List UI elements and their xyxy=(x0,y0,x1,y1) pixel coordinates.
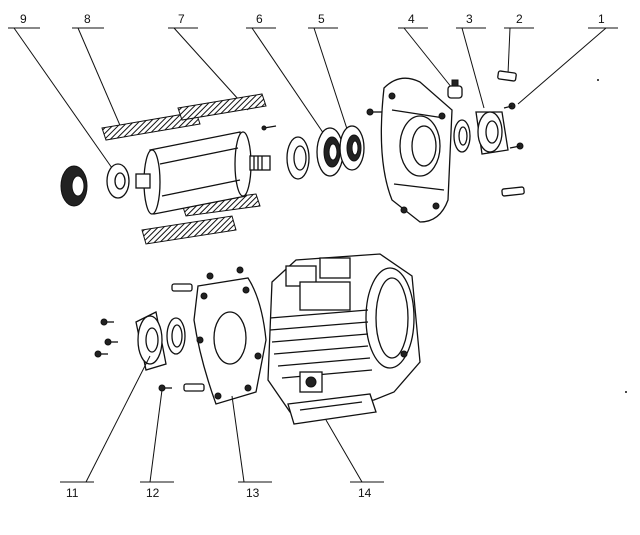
screw-bottom-left-b xyxy=(104,338,118,346)
bearing-cap-3 xyxy=(475,111,509,155)
stud-bottom-top xyxy=(171,283,193,292)
callout-label-9: 9 xyxy=(20,12,27,26)
callout-label-5: 5 xyxy=(318,12,325,26)
callout-8: 8 xyxy=(72,12,123,131)
stud-2 xyxy=(497,70,517,82)
brush-strip-top-right xyxy=(177,93,267,121)
callout-6: 6 xyxy=(246,12,329,141)
callout-4: 4 xyxy=(398,12,453,89)
rotor-cylinder xyxy=(135,131,271,215)
bolt-12 xyxy=(158,384,172,392)
brush-strip-bottom xyxy=(141,215,237,245)
screw-right-a xyxy=(509,142,524,150)
callout-label-1: 1 xyxy=(598,12,605,26)
stator-housing-14 xyxy=(267,253,421,425)
callout-label-12: 12 xyxy=(146,486,160,500)
seal-6 xyxy=(286,136,310,180)
screw-bottom-left-a xyxy=(100,318,114,326)
callout-label-13: 13 xyxy=(246,486,260,500)
callout-label-4: 4 xyxy=(408,12,415,26)
screw-1 xyxy=(503,102,516,110)
callout-9: 9 xyxy=(8,12,113,169)
screw-top-13b xyxy=(236,266,244,274)
screw-small-top xyxy=(261,125,277,131)
brush-strip-top xyxy=(101,111,201,141)
callout-11: 11 xyxy=(60,355,151,500)
callout-label-6: 6 xyxy=(256,12,263,26)
callout-1: 1 xyxy=(517,12,618,105)
bolt-near-5 xyxy=(366,108,382,116)
bearing-6 xyxy=(316,127,344,177)
callout-7: 7 xyxy=(168,12,249,111)
callout-label-11: 11 xyxy=(66,486,79,500)
bearing-left xyxy=(60,165,88,207)
callout-2: 2 xyxy=(504,12,534,75)
ring-seal xyxy=(453,119,471,153)
callout-13: 13 xyxy=(231,395,272,500)
screw-top-13a xyxy=(206,272,214,280)
stud-right-b xyxy=(501,186,525,197)
callout-12: 12 xyxy=(140,389,174,500)
seal-ring-11 xyxy=(166,317,186,355)
plug-4 xyxy=(447,79,463,99)
washer-9 xyxy=(106,163,130,199)
bearing-5 xyxy=(339,125,365,171)
callout-label-8: 8 xyxy=(84,12,91,26)
callout-label-7: 7 xyxy=(178,12,185,26)
callout-label-2: 2 xyxy=(516,12,523,26)
callout-5: 5 xyxy=(308,12,349,133)
callout-14: 14 xyxy=(325,419,384,500)
screw-bottom-left-c xyxy=(94,350,108,358)
callout-label-14: 14 xyxy=(358,486,372,500)
stud-bottom xyxy=(183,383,205,392)
bearing-cap-11 xyxy=(135,311,167,371)
callout-3: 3 xyxy=(456,12,486,109)
end-shield-13 xyxy=(193,277,267,405)
callout-label-3: 3 xyxy=(466,12,473,26)
end-shield-upper xyxy=(380,77,453,223)
